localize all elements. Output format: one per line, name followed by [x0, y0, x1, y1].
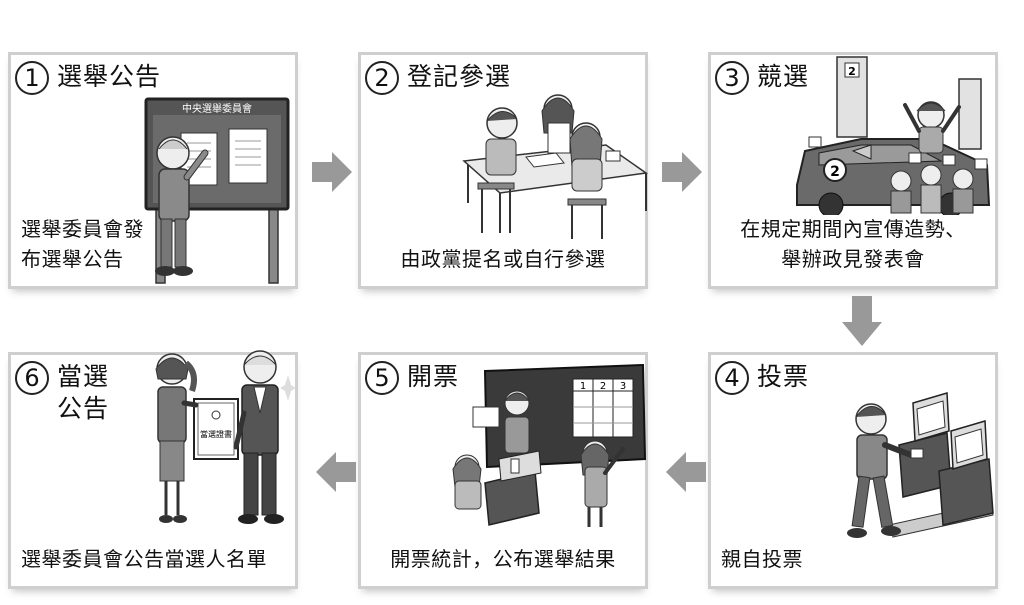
step-5-title: 開票: [407, 362, 460, 391]
step-3-title: 競選: [757, 62, 810, 91]
step-4-number: 4: [715, 361, 749, 395]
tally-header-3: 3: [620, 381, 626, 392]
step-5-number: 5: [365, 361, 399, 395]
step-1-description: 選舉委員會發 布選舉公告: [21, 217, 144, 271]
step-4-header: 4 投票: [715, 361, 809, 395]
arrow-step4-to-step5: [666, 452, 706, 492]
step-5-header: 5 開票: [365, 361, 459, 395]
step-6-number: 6: [15, 361, 49, 395]
car-candidate-number: 2: [830, 164, 840, 180]
step-4-description: 親自投票: [721, 547, 803, 571]
arrow-step1-to-step2: [312, 152, 352, 192]
step-1-number: 1: [15, 61, 49, 95]
winner-announcement-illustration: 當選證書: [155, 350, 296, 524]
voting-illustration: [847, 392, 994, 538]
step-6-title: 當選 公告: [57, 362, 110, 423]
step-1-panel: 1 選舉公告 中央選舉委員會 選舉委員會發 布選舉公告: [8, 52, 298, 289]
step-2-title: 登記參選: [407, 62, 512, 91]
election-notice-illustration: 中央選舉委員會: [144, 97, 290, 284]
step-5-description: 開票統計，公布選舉結果: [390, 547, 616, 571]
step-6-header: 6 當選 公告: [15, 361, 109, 425]
step-6-description: 選舉委員會公告當選人名單: [21, 547, 267, 571]
step-3-number: 3: [715, 61, 749, 95]
banner-candidate-number: 2: [848, 65, 856, 78]
step-4-title: 投票: [757, 362, 810, 391]
step-6-panel: 6 當選 公告 當選證書 選舉委員會公告當選人名單: [8, 350, 298, 589]
arrow-step5-to-step6: [316, 452, 356, 492]
tally-header-1: 1: [580, 381, 586, 392]
certificate-title: 當選證書: [200, 429, 232, 439]
step-2-number: 2: [365, 61, 399, 95]
step-5-panel: 5 開票 1 2 3 開票統計，公布選舉結果: [358, 352, 648, 589]
step-3-description: 在規定期間內宣傳造勢、 舉辦政見發表會: [740, 217, 966, 271]
registration-illustration: [462, 94, 648, 239]
step-3-header: 3 競選: [715, 61, 809, 95]
arrow-step3-to-step4: [842, 296, 882, 346]
campaign-illustration: 2 2: [796, 56, 991, 215]
tally-header-2: 2: [600, 381, 606, 392]
arrow-step2-to-step3: [662, 152, 702, 192]
step-2-panel: 2 登記參選 由政黨提名或自行參選: [358, 52, 648, 289]
step-2-description: 由政黨提名或自行參選: [400, 247, 606, 271]
vote-counting-illustration: 1 2 3: [452, 363, 647, 527]
step-2-header: 2 登記參選: [365, 61, 511, 95]
step-1-title: 選舉公告: [57, 62, 162, 91]
step-1-header: 1 選舉公告: [15, 61, 161, 95]
step-3-panel: 3 競選 2 2 在規定期間內宣傳造勢、 舉辦政見發表: [708, 52, 998, 289]
board-title: 中央選舉委員會: [182, 102, 252, 115]
step-4-panel: 4 投票 親自投票: [708, 352, 998, 589]
